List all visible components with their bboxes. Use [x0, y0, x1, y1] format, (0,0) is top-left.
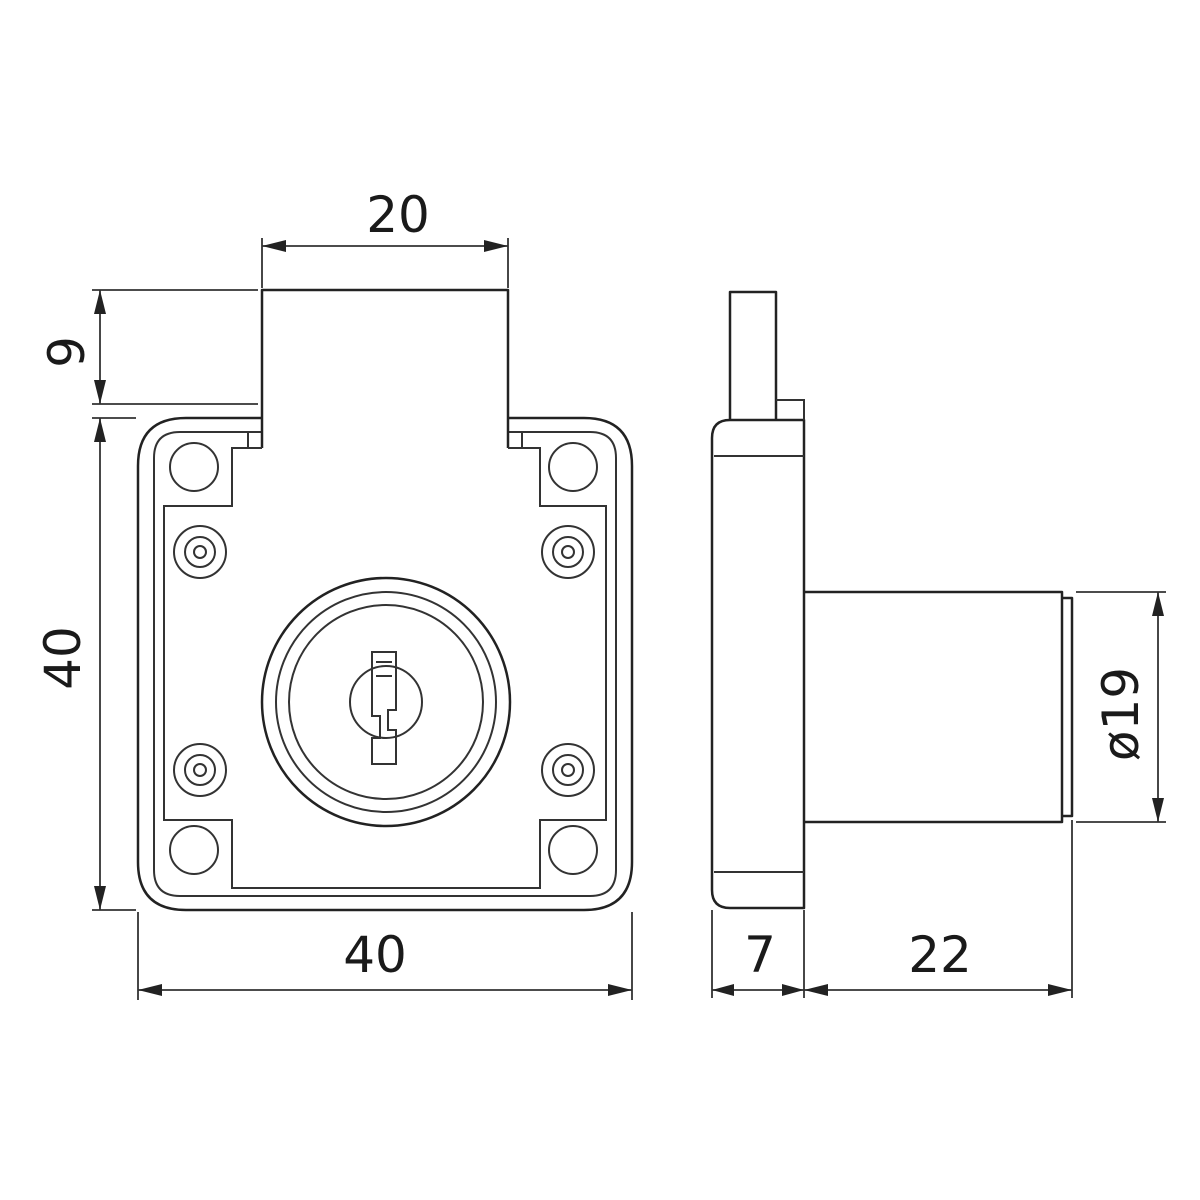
cylinder-outer-ring	[260, 576, 512, 828]
rivet-top-right	[541, 525, 595, 579]
keyway-icon	[371, 651, 397, 765]
rivet-top-left	[173, 525, 227, 579]
side-bolt-outline	[728, 290, 778, 420]
rivet-bottom-left	[173, 743, 227, 797]
dim-bolt-projection-label: 9	[38, 336, 96, 368]
corner-hole-bottom-right	[548, 825, 598, 875]
side-view	[710, 290, 1074, 910]
side-cylinder-body	[804, 590, 1064, 824]
front-view	[136, 288, 634, 912]
front-plate-inner-rim	[153, 431, 617, 897]
bolt-outline	[260, 288, 510, 448]
front-plate-outline	[136, 416, 634, 912]
side-flange-outline	[710, 418, 806, 910]
dim-cylinder-length-label: 22	[908, 926, 972, 984]
dim-flange-thickness-label: 7	[744, 926, 776, 984]
side-bolt-step	[776, 399, 805, 420]
front-inner-face	[163, 447, 607, 889]
corner-hole-bottom-left	[169, 825, 219, 875]
side-cylinder-front	[1062, 596, 1074, 818]
rivet-bottom-right	[541, 743, 595, 797]
dim-cylinder-diameter-label: ø19	[1092, 667, 1150, 761]
dim-body-width-label: 40	[343, 926, 407, 984]
dim-bolt-width-label: 20	[366, 186, 430, 244]
cylinder-ring-2	[275, 591, 497, 813]
dimension-lines	[92, 238, 1166, 1000]
cylinder-plug	[349, 665, 423, 739]
cylinder-ring-3	[288, 604, 484, 800]
corner-hole-top-left	[169, 442, 219, 492]
dim-body-height-label: 40	[34, 626, 92, 690]
corner-hole-top-right	[548, 442, 598, 492]
